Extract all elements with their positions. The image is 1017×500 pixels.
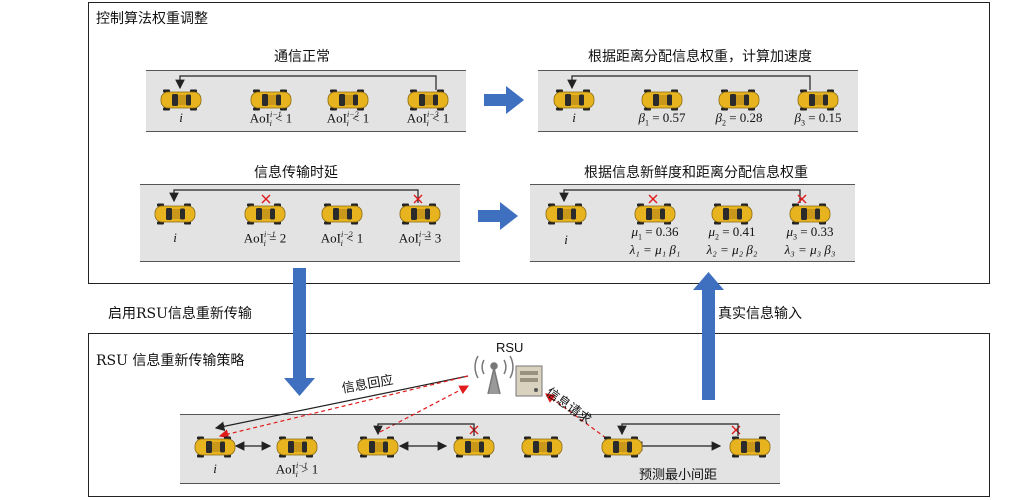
normal-title: 通信正常 [274, 49, 330, 65]
delay-title: 信息传输时延 [254, 165, 338, 181]
mu-2: μ2 = 0.41 [708, 224, 756, 242]
delay-aoi-2: AoIi−2i < 1 [320, 230, 364, 248]
car-normal-ego-icon [160, 89, 202, 111]
car-normal-1-icon [250, 89, 292, 111]
car-rsu-5-icon [601, 436, 643, 458]
mu-3: μ3 = 0.33 [786, 224, 834, 242]
car-rsu-3-icon [453, 436, 495, 458]
arrow-normal-to-result [484, 86, 524, 114]
car-normal-result-2-icon [718, 89, 760, 111]
enable-rsu-label: 启用RSU信息重新传输 [108, 306, 252, 322]
bottom-panel-title: RSU 信息重新传输策略 [96, 353, 245, 369]
real-info-label: 真实信息输入 [718, 306, 802, 322]
mu-1: μ1 = 0.36 [631, 224, 679, 242]
normal-aoi-2: AoIi−2i < 1 [326, 110, 370, 128]
arrow-delay-to-result [478, 202, 518, 230]
car-delay-result-2-icon [711, 203, 753, 225]
car-delay-1-icon [244, 203, 286, 225]
reply-line [214, 375, 469, 432]
delay-x-marks [261, 194, 807, 435]
car-rsu-6-icon [729, 436, 771, 458]
delay-aoi-3: AoIi−3i = 3 [398, 230, 442, 248]
beta-1: β1 = 0.57 [638, 110, 686, 128]
beta-2: β2 = 0.28 [715, 110, 763, 128]
link-delay-result [559, 189, 801, 203]
delay-result-ego-label: i [564, 232, 568, 247]
bracket-rsu-2 [373, 423, 475, 436]
car-normal-result-ego-icon [553, 89, 595, 111]
request-dashed [545, 393, 607, 439]
top-panel-title: 控制算法权重调整 [96, 11, 208, 27]
car-normal-result-3-icon [797, 89, 839, 111]
normal-result-title: 根据距离分配信息权重，计算加速度 [588, 49, 812, 65]
car-normal-result-1-icon [641, 89, 683, 111]
car-delay-result-ego-icon [545, 203, 587, 225]
car-rsu-ego-icon [194, 436, 236, 458]
reply-dashed [218, 375, 469, 439]
min-gap-label: 预测最小间距 [638, 467, 718, 482]
delay-ego-label: i [173, 230, 177, 245]
link-normal-result [567, 75, 811, 90]
car-rsu-1-icon [276, 436, 318, 458]
car-normal-2-icon [327, 89, 369, 111]
car-delay-ego-icon [154, 203, 196, 225]
car-normal-3-icon [407, 89, 449, 111]
normal-ego-label: i [179, 110, 183, 125]
car-delay-result-1-icon [634, 203, 676, 225]
normal-aoi-3: AoIi−3i < 1 [406, 110, 450, 128]
rsu-dashed-2 [379, 385, 470, 433]
lambda-3: λ₃ = μ₃ β₃ [784, 242, 836, 257]
delay-result-title: 根据信息新鲜度和距离分配信息权重 [584, 165, 808, 181]
beta-3: β3 = 0.15 [794, 110, 842, 128]
normal-result-ego-label: i [572, 110, 576, 125]
rsu-ego-label: i [213, 461, 217, 476]
delay-aoi-1: AoIi−1i = 2 [243, 230, 287, 248]
bracket-rsu-3 [617, 423, 739, 436]
car-delay-2-icon [321, 203, 363, 225]
lambda-2: λ₂ = μ₂ β₂ [706, 242, 758, 257]
rsu-aoi-label: AoIi−1i > 1 [275, 461, 319, 479]
arrow-up-real-info [693, 272, 724, 400]
link-normal [175, 75, 437, 90]
car-delay-3-icon [399, 203, 441, 225]
car-rsu-2-icon [357, 436, 399, 458]
car-delay-result-3-icon [789, 203, 831, 225]
normal-aoi-1: AoIi−1i < 1 [249, 110, 293, 128]
link-delay [169, 189, 419, 203]
car-rsu-4-icon [521, 436, 563, 458]
arrow-down-to-rsu [284, 268, 315, 396]
rsu-server-icon [515, 365, 543, 397]
lambda-1: λ₁ = μ₁ β₁ [629, 242, 681, 257]
rsu-label: RSU [496, 340, 524, 355]
rsu-tower-icon [474, 355, 514, 395]
